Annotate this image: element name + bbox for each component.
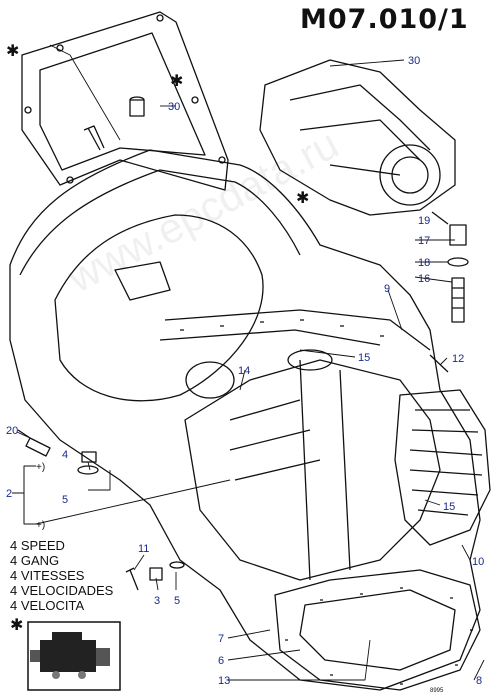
- bolt: [83, 125, 105, 151]
- callout-5b: 5: [174, 595, 180, 607]
- output-opening: [185, 361, 235, 399]
- callout-5: 5: [62, 494, 68, 506]
- callout-9: 9: [384, 283, 390, 295]
- legend-line: 4 GANG: [10, 553, 60, 568]
- callout-10: 10: [472, 556, 484, 568]
- bell-housing-rim: [19, 169, 301, 276]
- pin-12: [429, 354, 449, 373]
- bottom-plate-inner: [299, 589, 456, 671]
- callout-14: 14: [238, 365, 250, 377]
- callout-12: 12: [452, 353, 464, 365]
- washer-5b: [169, 561, 185, 569]
- leader-lines: [16, 44, 485, 681]
- legend-line: 4 SPEED: [10, 538, 65, 553]
- gear-case: [184, 359, 441, 581]
- callout-15: 15: [358, 352, 370, 364]
- legend-line: 4 VITESSES: [10, 568, 85, 583]
- diagram-code: M07.010/1: [300, 4, 469, 35]
- bell-housing-outline: [9, 149, 481, 691]
- legend-line: 4 VELOCIDADES: [10, 583, 114, 598]
- callout-6: 6: [218, 655, 224, 667]
- callout-19: 19: [418, 215, 430, 227]
- connector-plus-marker: +): [36, 520, 45, 531]
- engine-pictogram: [27, 621, 121, 691]
- callout-17: 17: [418, 235, 430, 247]
- callout-16: 16: [418, 273, 430, 285]
- bottom-plate: [274, 569, 481, 691]
- part-16: [451, 277, 465, 323]
- bottom-plate-holes: [285, 587, 473, 685]
- gasket-inner: [39, 32, 206, 171]
- starter-opening: [114, 261, 171, 301]
- inset-end-face: [379, 144, 441, 206]
- flange-bolts: [180, 319, 384, 337]
- callout-3: 3: [154, 595, 160, 607]
- inset-end-face-inner: [391, 156, 429, 194]
- callout-11: 11: [138, 543, 149, 555]
- bolt-11: [125, 567, 139, 591]
- callout-7: 7: [218, 633, 224, 645]
- washer-5: [77, 465, 99, 475]
- legend: 4 SPEED 4 GANG 4 VITESSES 4 VELOCIDADES …: [10, 538, 113, 613]
- connector-plus-marker: +): [36, 462, 45, 473]
- housing-flange: [159, 309, 431, 351]
- gasket-outline: [21, 11, 229, 191]
- inset-detail: [289, 84, 431, 176]
- legend-line: 4 VELOCITA: [10, 598, 85, 613]
- callout-4: 4: [62, 449, 68, 461]
- callout-20: 20: [6, 425, 18, 437]
- callout-8: 8: [476, 675, 482, 687]
- bell-housing-inner: [54, 214, 264, 402]
- bracket-2: [12, 465, 36, 525]
- plug-3: [149, 567, 163, 581]
- image-ref: 8995: [430, 688, 444, 694]
- callout-15b: 15: [443, 501, 455, 513]
- shift-opening: [287, 349, 333, 371]
- callout-2: 2: [6, 488, 12, 500]
- end-cover-ribs: [409, 409, 483, 516]
- callout-30: 30: [168, 101, 180, 113]
- part-19: [431, 211, 449, 225]
- star-marker: ✱: [6, 41, 19, 60]
- plug-4: [81, 451, 97, 463]
- gear-case-ribs: [229, 359, 351, 581]
- callout-13: 13: [218, 675, 230, 687]
- dowel-pin: [129, 96, 145, 117]
- end-cover: [394, 389, 491, 546]
- callout-30b: 30: [408, 55, 420, 67]
- callout-18: 18: [418, 257, 430, 269]
- sensor-20: [17, 429, 51, 457]
- inset-housing: [259, 59, 456, 216]
- part-17: [449, 224, 467, 246]
- legend-star: ✱: [10, 615, 23, 634]
- part-18: [447, 257, 469, 267]
- star-marker: ✱: [296, 188, 309, 207]
- star-marker: ✱: [170, 71, 183, 90]
